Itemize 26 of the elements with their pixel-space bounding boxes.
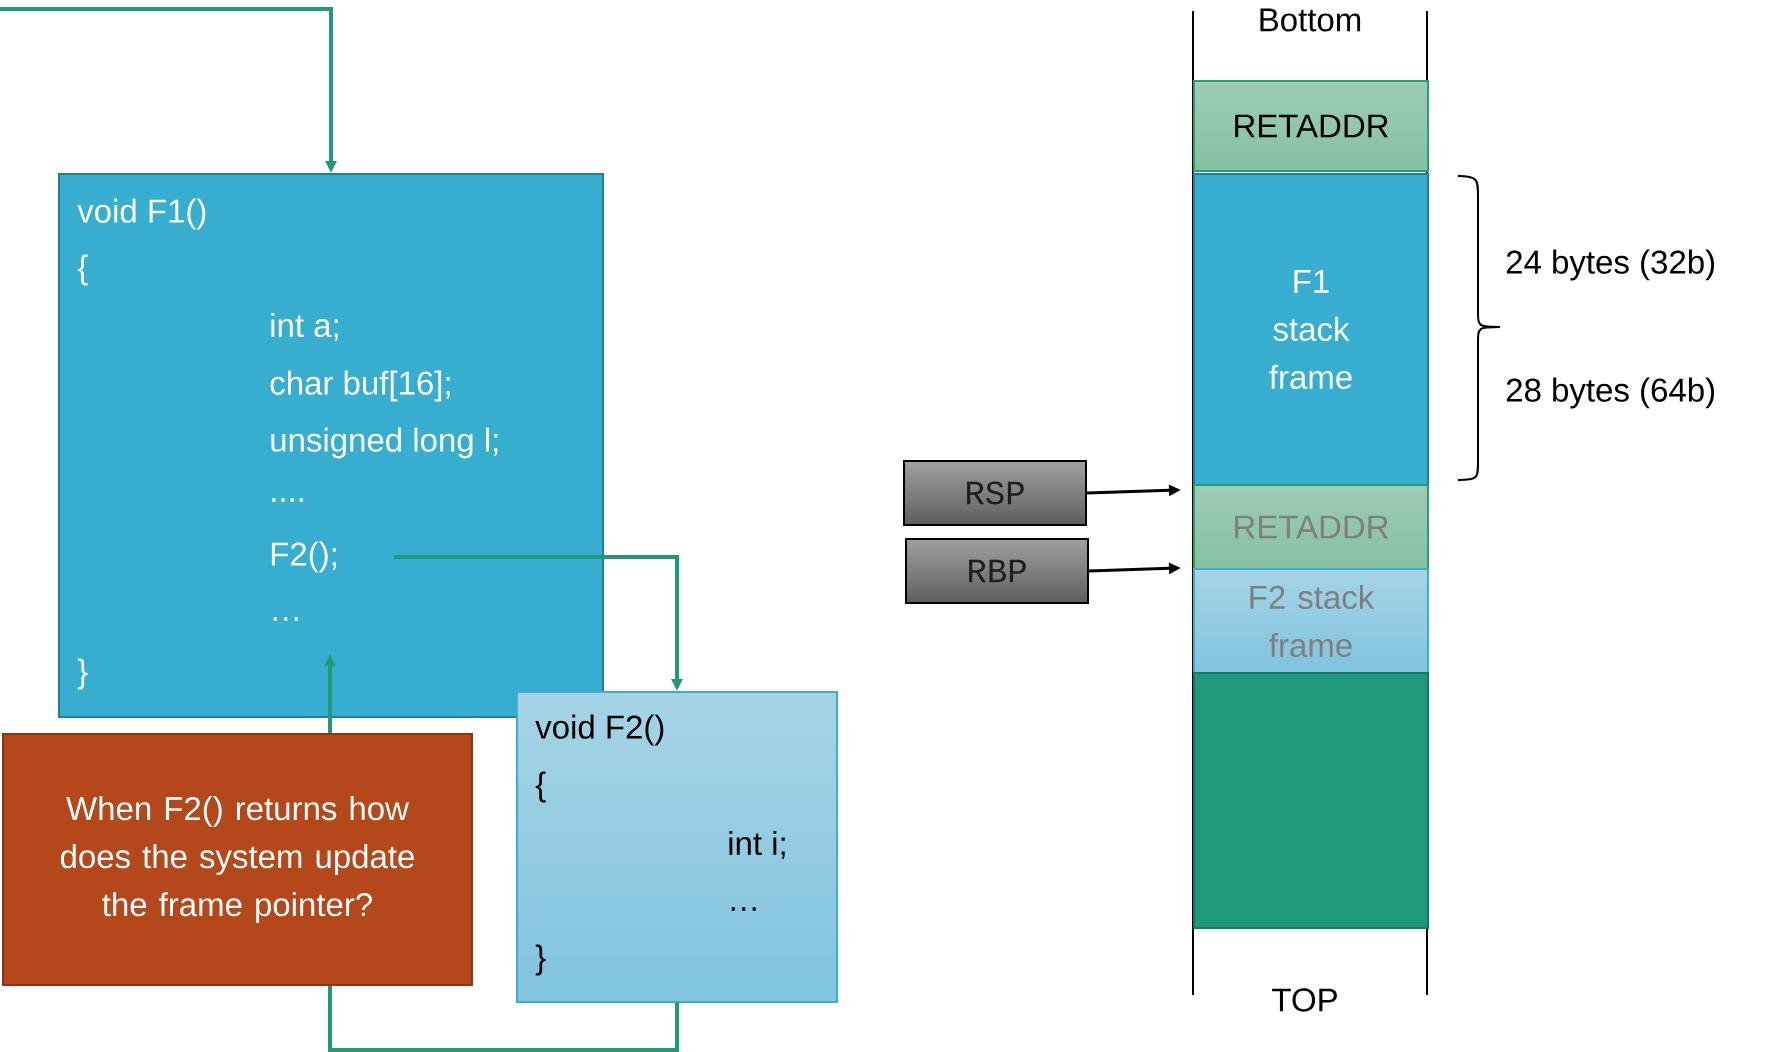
code-line: ....	[272, 498, 303, 502]
register-box: RBP	[905, 538, 1089, 604]
code-line: F2();	[271, 541, 336, 573]
size-label: 28 bytes (64b)	[1506, 377, 1715, 409]
code-line: }	[535, 944, 546, 976]
stack-frame: F2 stack frame	[1193, 568, 1429, 674]
code-line: …	[273, 617, 298, 621]
stack-end-label: Bottom	[1260, 8, 1361, 32]
code-line: int i;	[729, 830, 785, 860]
stack-end-label: TOP	[1272, 988, 1337, 1012]
code-line: char buf[16];	[270, 370, 450, 402]
code-line: …	[731, 907, 756, 911]
register-box: RSP	[903, 460, 1087, 526]
code-line: void F2()	[535, 714, 664, 746]
stack-slot: RETADDR	[1193, 484, 1429, 570]
size-label: 24 bytes (32b)	[1506, 249, 1715, 281]
stack-slot: RETADDR	[1193, 80, 1429, 172]
stack-frame: F1 stack frame	[1193, 173, 1429, 486]
code-line: {	[77, 254, 88, 286]
code-line: {	[535, 771, 546, 803]
code-line: unsigned long l;	[271, 427, 498, 459]
question-box: When F2() returns how does the system update the frame pointer?	[2, 733, 473, 986]
code-line: }	[77, 658, 88, 690]
code-line: int a;	[271, 312, 338, 342]
stack-block	[1193, 672, 1429, 929]
code-line: void F1()	[77, 198, 206, 230]
